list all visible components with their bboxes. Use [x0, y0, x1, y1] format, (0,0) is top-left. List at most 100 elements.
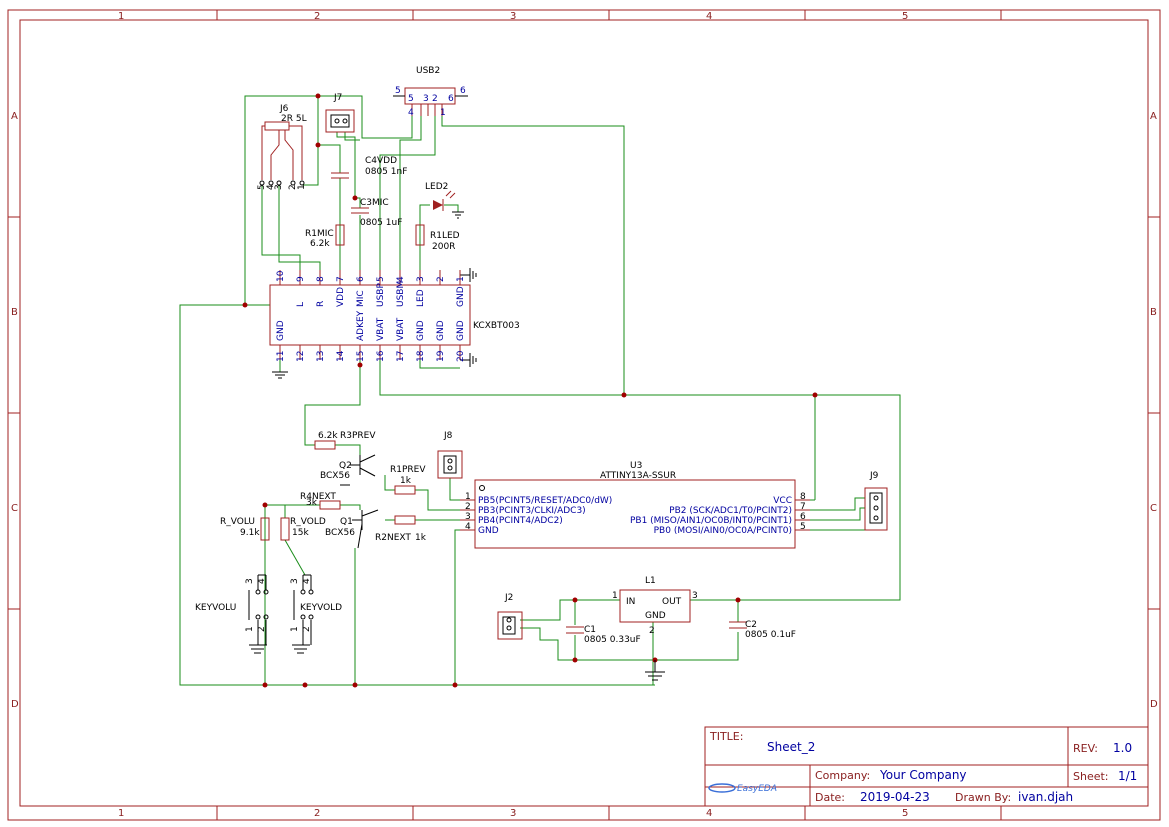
grid-col-label: 2 — [314, 808, 320, 819]
easyeda-logo: EasyEDA — [708, 783, 777, 794]
j6-jack: J6 2R 5L 5 4 3 2 1 — [257, 104, 307, 190]
l1-regulator: L1 IN OUT GND 1 3 2 — [612, 576, 698, 681]
kcx-pin-name: GND — [456, 320, 466, 341]
u3-pin-number: 3 — [465, 512, 471, 522]
drawn-by-label: Drawn By: — [955, 791, 1011, 804]
kcx-pin-name: R — [316, 301, 326, 307]
pin-number: 2 — [302, 626, 312, 632]
pin-number: 3 — [423, 94, 429, 104]
kcx-pin-name: VDD — [336, 287, 346, 307]
j9-ref: J9 — [869, 471, 879, 481]
r1led-ref: R1LED — [430, 231, 460, 241]
j8-ref: J8 — [443, 431, 453, 441]
r3prev-ref: R3PREV — [340, 431, 376, 441]
pin-number: 1 — [612, 591, 618, 601]
r2next-value: 1k — [415, 533, 427, 543]
company-label: Company: — [815, 769, 870, 782]
grid-col-label: 4 — [706, 11, 712, 22]
pin-number: 5 — [257, 184, 267, 190]
r-vold-value: 15k — [292, 528, 309, 538]
led2-ref: LED2 — [425, 182, 448, 192]
grid-row-label: D — [1150, 699, 1158, 710]
pin-number: 4 — [302, 578, 312, 584]
title-block: TITLE: Sheet_2 REV: 1.0 Company: Your Co… — [704, 726, 1149, 807]
j8-connector: J8 — [437, 431, 463, 479]
grid-row-label: C — [11, 503, 18, 514]
grid-col-label: 1 — [118, 11, 124, 22]
u3-pin-number: 8 — [800, 492, 806, 502]
logo-text: EasyEDA — [737, 784, 777, 794]
u3-pin-name: PB2 (SCK/ADC1/T0/PCINT2) — [669, 506, 792, 516]
kcx-pin-name: VBAT — [396, 317, 406, 341]
pin-number: 4 — [408, 108, 414, 118]
pin-number: 3 — [245, 578, 255, 584]
u3-pin-name: PB1 (MISO/AIN1/OC0B/INT0/PCINT1) — [630, 516, 792, 526]
u3-pin-number: 7 — [800, 502, 806, 512]
kcx-pin-number: 20 — [456, 350, 466, 362]
kcxbt003-ref: KCXBT003 — [473, 321, 520, 331]
date-label: Date: — [815, 791, 845, 804]
kcx-pin-name: GND — [416, 320, 426, 341]
kcx-pin-name: LED — [416, 289, 426, 307]
sheet-label: Sheet: — [1073, 770, 1109, 783]
junction-dots — [242, 93, 818, 688]
q1-value: BCX56 — [325, 528, 355, 538]
kcx-pin-number: 2 — [436, 276, 446, 282]
r-volu-value: 9.1k — [240, 528, 260, 538]
keyvold-ref: KEYVOLD — [300, 603, 342, 613]
pin-number: 4 — [266, 184, 276, 190]
kcx-pin-name: MIC — [356, 290, 366, 307]
r1mic-ref: R1MIC — [305, 229, 334, 239]
kcx-pin-number: 19 — [436, 350, 446, 362]
pin-number: 6 — [448, 94, 454, 104]
u3-pin-number: 1 — [465, 492, 471, 502]
q2-transistor: Q2 BCX56 — [320, 454, 376, 486]
pin-number: 5 — [408, 94, 414, 104]
kcx-pin-number: 12 — [296, 351, 306, 362]
r-vold-ref: R_VOLD — [290, 517, 326, 527]
pin-number: 6 — [460, 86, 466, 96]
r1led-resistor: R1LED 200R — [415, 224, 460, 252]
usb2-connector: USB2 5 5 4 3 2 1 6 6 — [393, 66, 468, 118]
r1prev-value: 1k — [400, 476, 412, 486]
r1prev-ref: R1PREV — [390, 465, 426, 475]
kcx-pin-number: 15 — [356, 351, 366, 362]
grid-col-label: 3 — [510, 808, 516, 819]
kcx-pin-name: ADKEY — [356, 310, 366, 341]
r1prev-resistor: R1PREV 1k — [390, 465, 426, 495]
l1-ref: L1 — [645, 576, 656, 586]
kcx-pin-number: 14 — [336, 350, 346, 362]
kcx-pin-name: USBP — [376, 283, 386, 307]
u3-pin-name: GND — [478, 526, 499, 536]
r4next-ref: R4NEXT — [300, 492, 336, 502]
kcx-pin-name: VBAT — [376, 317, 386, 341]
u3-pin-name: PB5(PCINT5/RESET/ADC0/dW) — [478, 496, 612, 506]
kcx-pin-number: 16 — [376, 350, 386, 362]
grid-row-label: B — [11, 307, 18, 318]
r-vold-resistor: R_VOLD 15k — [280, 517, 326, 541]
date-value: 2019-04-23 — [860, 790, 930, 804]
r-volu-ref: R_VOLU — [220, 517, 255, 527]
c3mic-ref: C3MIC — [360, 198, 389, 208]
grid-col-label: 1 — [118, 808, 124, 819]
grid-col-label: 5 — [902, 11, 908, 22]
c4vdd-ref: C4VDD — [365, 156, 397, 166]
r4next-resistor: R4NEXT 3k — [300, 492, 341, 510]
kcx-pin-number: 8 — [316, 276, 326, 282]
u3-pin-number: 6 — [800, 512, 806, 522]
c1-ref: C1 — [584, 625, 596, 635]
grid-col-label: 5 — [902, 808, 908, 819]
keyvolu-ref: KEYVOLU — [195, 603, 236, 613]
c1-capacitor: C1 0805 0.33uF — [566, 625, 641, 645]
grid-row-label: C — [1150, 503, 1157, 514]
kcx-pin-name: GND — [276, 320, 286, 341]
pin-number: 1 — [297, 184, 307, 190]
kcx-pin-name: GND — [436, 320, 446, 341]
keyvold-switch: KEYVOLD 3 4 1 2 — [290, 574, 342, 654]
u3-value: ATTINY13A-SSUR — [600, 471, 676, 481]
r1mic-resistor: R1MIC 6.2k — [305, 224, 345, 249]
u3-pin-name: VCC — [773, 496, 792, 506]
usb2-ref: USB2 — [416, 66, 440, 76]
j2-ref: J2 — [504, 593, 513, 603]
